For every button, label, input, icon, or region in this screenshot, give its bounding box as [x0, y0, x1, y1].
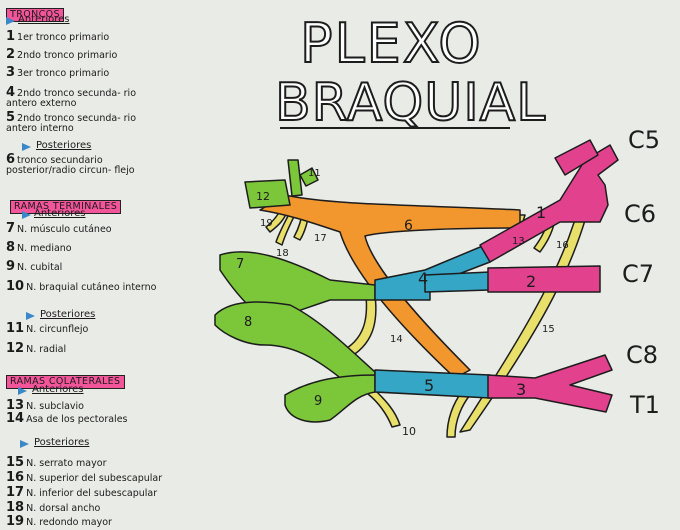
triangle-bullet-icon [18, 387, 27, 395]
triangle-bullet-icon [20, 440, 29, 448]
label-11: 11 [308, 168, 321, 179]
root-label-c8: C8 [626, 341, 658, 369]
ramas-colaterales-heading: RAMAS COLATERALES [6, 369, 125, 389]
troncos-heading: TRONCOS [6, 2, 64, 22]
triangle-bullet-icon [26, 312, 35, 320]
label-8: 8 [244, 315, 252, 330]
number-labels: 1 2 3 4 5 6 7 8 9 10 11 12 13 14 15 16 1… [236, 168, 569, 438]
label-4: 4 [418, 269, 428, 288]
branch-10b [446, 389, 471, 438]
label-18: 18 [276, 248, 289, 259]
trunk-2 [487, 265, 601, 293]
nerve-9 [284, 374, 376, 423]
triangle-bullet-icon [22, 143, 31, 151]
root-label-c5: C5 [628, 126, 660, 154]
label-17: 17 [314, 233, 327, 244]
trunk-3 [487, 354, 613, 413]
label-7: 7 [236, 257, 244, 272]
colaterales-anteriores-label: Anteriores [32, 384, 84, 395]
root-c5 [554, 139, 599, 176]
label-6: 6 [404, 218, 413, 234]
troncos-posteriores-label: Posteriores [36, 140, 92, 151]
nerve-12 [244, 179, 291, 209]
terminales-posteriores-label: Posteriores [40, 309, 96, 320]
root-labels: C5 C6 C7 C8 T1 [622, 126, 660, 419]
troncos-anteriores-label: Anteriores [18, 14, 70, 25]
colaterales-posteriores-label: Posteriores [34, 437, 90, 448]
label-2: 2 [526, 272, 536, 291]
label-16: 16 [556, 240, 569, 251]
root-label-c6: C6 [624, 200, 656, 228]
label-12: 12 [256, 190, 270, 203]
label-9: 9 [314, 394, 322, 409]
nerve-11 [287, 159, 303, 197]
nerve-11-tip [299, 167, 319, 187]
label-10: 10 [402, 425, 416, 438]
title-line2: BRAQUIAL [275, 73, 546, 133]
label-5: 5 [424, 376, 434, 395]
root-label-t1: T1 [629, 391, 660, 419]
triangle-bullet-icon [22, 211, 31, 219]
branch-10 [367, 389, 401, 428]
label-15: 15 [542, 324, 555, 335]
title-line1: PLEXO [300, 12, 483, 75]
label-1: 1 [536, 203, 546, 222]
trunk-1 [479, 144, 619, 263]
label-13: 13 [512, 236, 525, 247]
terminales-anteriores-label: Anteriores [34, 208, 86, 219]
root-label-c7: C7 [622, 260, 654, 288]
ramas-terminales-heading: RAMAS TERMINALES [10, 194, 122, 214]
trunk-4-bar [424, 271, 491, 293]
label-19: 19 [260, 218, 273, 229]
label-3: 3 [516, 380, 526, 399]
triangle-bullet-icon [6, 17, 15, 25]
label-14: 14 [390, 334, 403, 345]
